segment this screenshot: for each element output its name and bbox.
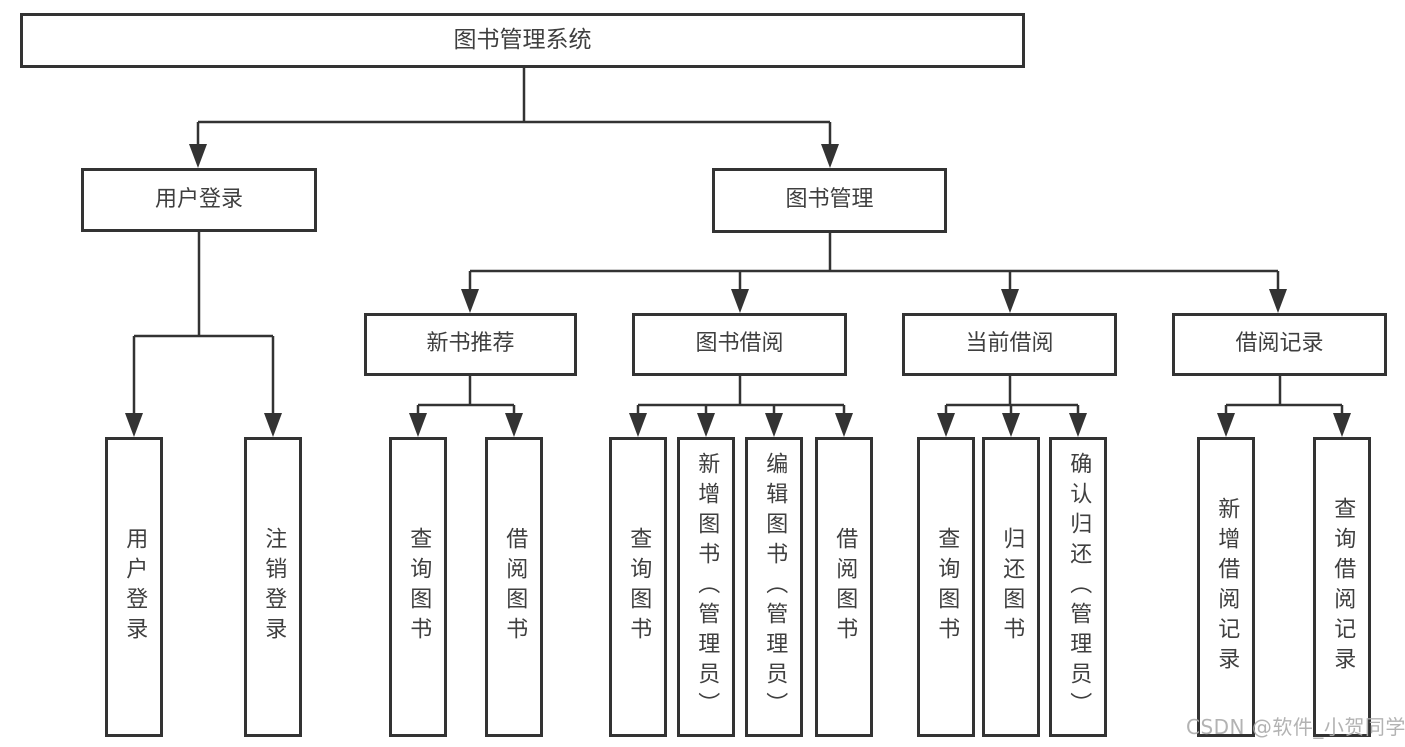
leaf-query-books-recommend: 查询图书 (389, 437, 447, 737)
book-management-branch-connector (461, 233, 1287, 313)
arrow-down-icon (461, 289, 1287, 313)
arrow-down-icon (937, 413, 1087, 437)
node-current-borrow: 当前借阅 (902, 313, 1117, 376)
leaf-return-books: 归还图书 (982, 437, 1040, 737)
node-library-system: 图书管理系统 (20, 13, 1025, 68)
arrow-down-icon (409, 413, 523, 437)
node-book-borrow: 图书借阅 (632, 313, 847, 376)
node-borrow-records: 借阅记录 (1172, 313, 1387, 376)
user-login-branch-connector (125, 232, 282, 437)
leaf-add-borrow-record: 新增借阅记录 (1197, 437, 1255, 737)
node-new-book-recommend: 新书推荐 (364, 313, 577, 376)
book-borrow-branch-connector (629, 376, 853, 437)
leaf-logout: 注销登录 (244, 437, 302, 737)
arrow-down-icon (629, 413, 853, 437)
csdn-watermark: CSDN @软件_小贺同学 (1186, 715, 1405, 739)
leaf-query-books-current: 查询图书 (917, 437, 975, 737)
node-user-login: 用户登录 (81, 168, 317, 232)
arrow-down-icon (189, 144, 839, 168)
current-borrow-branch-connector (937, 376, 1087, 437)
new-book-branch-connector (409, 376, 523, 437)
leaf-borrow-books: 借阅图书 (815, 437, 873, 737)
leaf-add-books-admin: 新增图书（管理员） (677, 437, 735, 737)
arrow-down-icon (125, 413, 282, 437)
leaf-query-books-borrow: 查询图书 (609, 437, 667, 737)
leaf-query-borrow-record: 查询借阅记录 (1313, 437, 1371, 737)
leaf-borrow-books-recommend: 借阅图书 (485, 437, 543, 737)
node-book-management: 图书管理 (712, 168, 947, 233)
leaf-confirm-return-admin: 确认归还（管理员） (1049, 437, 1107, 737)
arrow-down-icon (1217, 413, 1351, 437)
trunk-connector (189, 68, 839, 168)
leaf-edit-books-admin: 编辑图书（管理员） (745, 437, 803, 737)
borrow-records-branch-connector (1217, 376, 1351, 437)
leaf-user-login: 用户登录 (105, 437, 163, 737)
